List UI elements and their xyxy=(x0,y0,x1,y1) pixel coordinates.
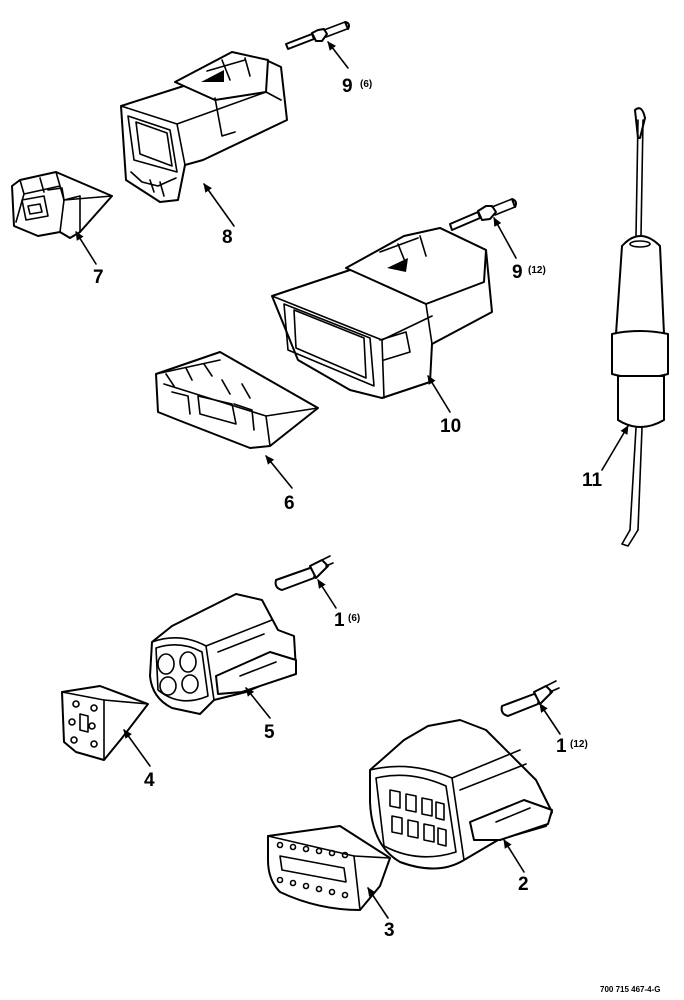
leader-5 xyxy=(245,687,271,719)
terminal-pin-item-9-large xyxy=(449,198,517,231)
receptacle-housing-item-8 xyxy=(120,51,288,203)
plug-housing-item-5 xyxy=(149,593,297,715)
terminal-pin-item-9-small xyxy=(285,21,350,50)
leader-1-large xyxy=(539,703,561,735)
callout-4: 4 xyxy=(144,770,155,791)
wedgelock-item-4 xyxy=(61,685,149,761)
socket-contact-item-1-small xyxy=(274,555,334,591)
callout-1-large-qty: (12) xyxy=(570,739,588,750)
receptacle-housing-item-10 xyxy=(271,227,493,399)
leader-3 xyxy=(367,887,389,919)
callout-7: 7 xyxy=(93,267,104,288)
callout-9-small-qty: (6) xyxy=(360,79,372,90)
callout-5: 5 xyxy=(264,722,275,743)
callout-9-small: 9 xyxy=(342,76,353,97)
leader-11 xyxy=(601,425,629,471)
callout-1-large: 1 xyxy=(556,736,567,757)
callout-10: 10 xyxy=(440,416,461,437)
socket-contact-item-1-large xyxy=(500,680,560,717)
removal-tool-item-11 xyxy=(611,107,669,547)
callout-1-small: 1 xyxy=(334,610,345,631)
leader-9-large xyxy=(493,217,517,259)
leader-1-small xyxy=(317,579,337,609)
wedgelock-item-7 xyxy=(11,171,113,239)
callout-11: 11 xyxy=(582,470,603,491)
wedgelock-item-3 xyxy=(267,825,391,911)
callout-6: 6 xyxy=(284,493,295,514)
leader-lines xyxy=(75,41,629,919)
leader-4 xyxy=(123,729,151,767)
leader-6 xyxy=(265,455,293,489)
leader-7 xyxy=(75,231,97,265)
leader-10 xyxy=(427,375,451,413)
callout-8: 8 xyxy=(222,227,233,248)
callout-9-large: 9 xyxy=(512,262,523,283)
wedgelock-item-6 xyxy=(155,351,319,449)
callout-2: 2 xyxy=(518,874,529,895)
callout-1-small-qty: (6) xyxy=(348,613,360,624)
callout-labels: 9 (6) 8 7 9 (12) 10 6 11 1 (6) 5 4 1 (12… xyxy=(93,76,661,994)
leader-2 xyxy=(503,839,525,873)
leader-8 xyxy=(203,183,235,227)
figure-id: 700 715 467-4-G xyxy=(600,985,661,994)
leader-9-small xyxy=(327,41,349,69)
plug-housing-item-2 xyxy=(369,719,553,870)
callout-9-large-qty: (12) xyxy=(528,265,546,276)
callout-3: 3 xyxy=(384,920,395,941)
